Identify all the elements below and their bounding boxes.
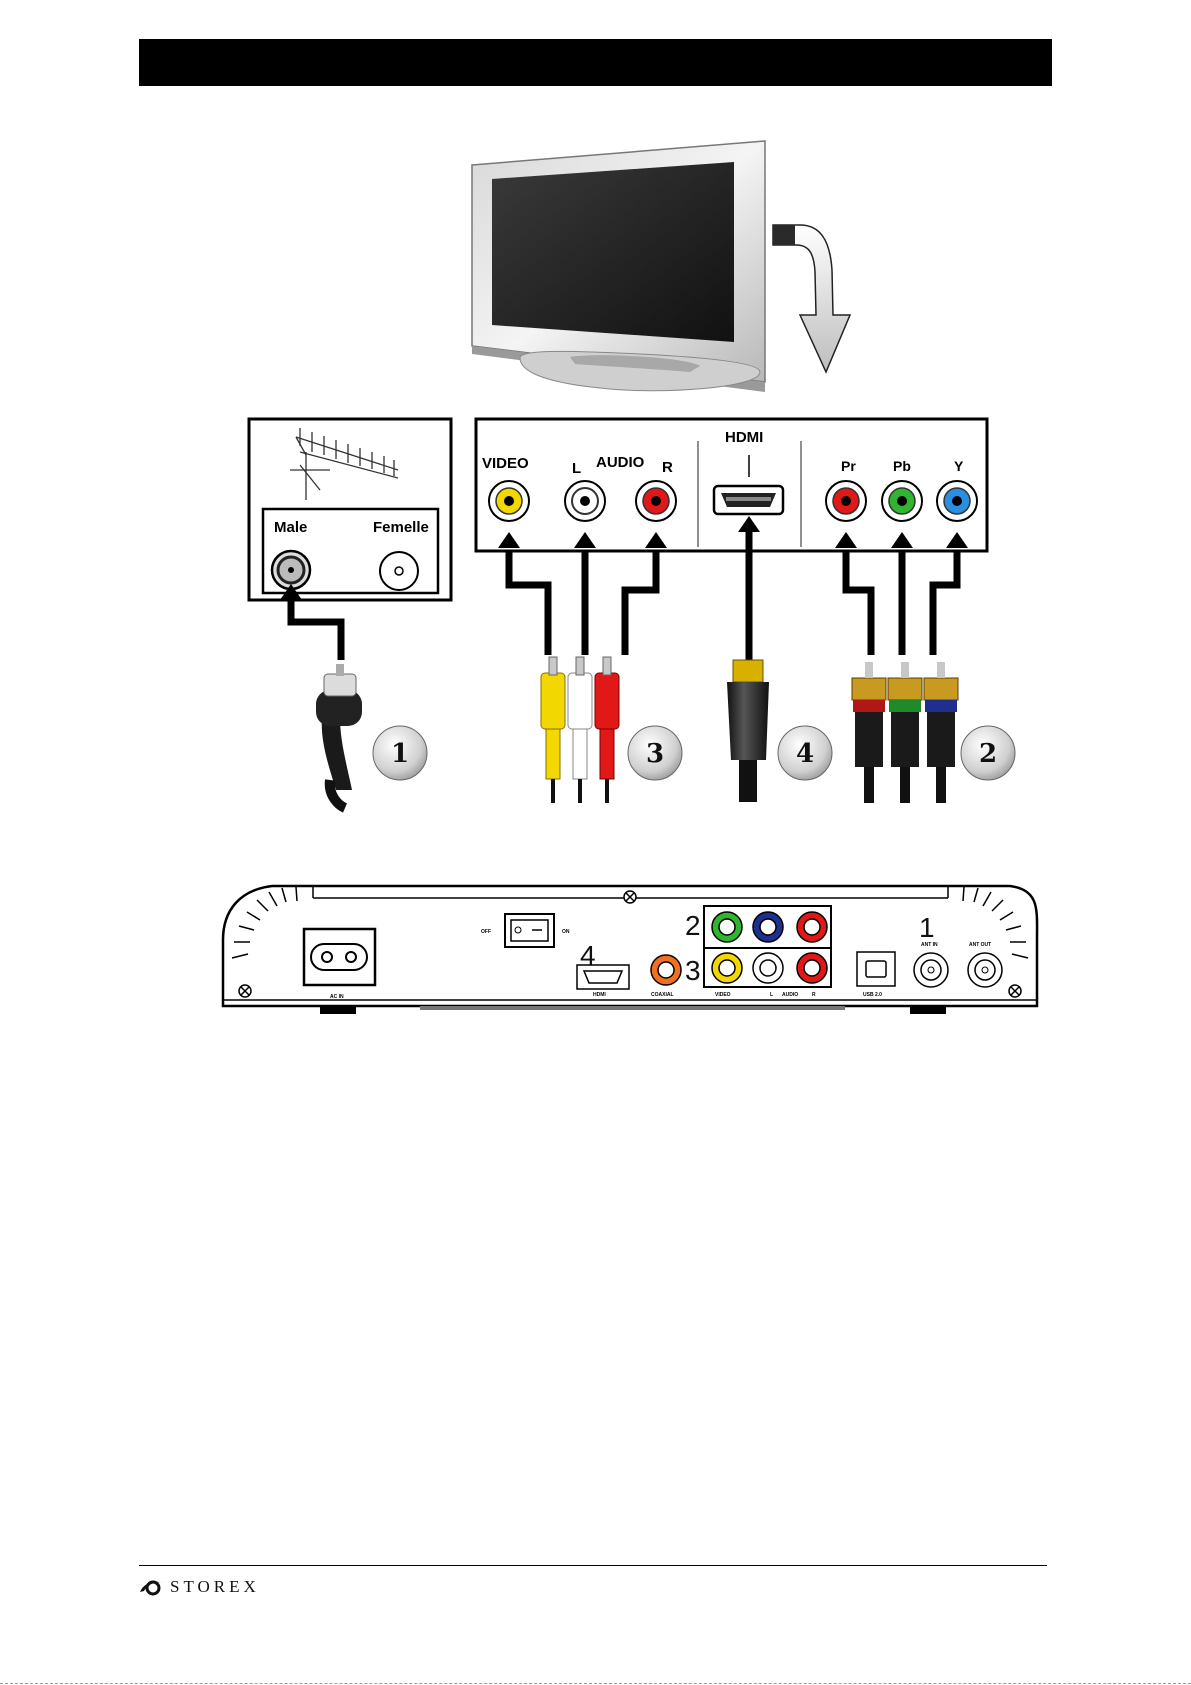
badge-3: 3 xyxy=(628,726,682,780)
svg-text:2: 2 xyxy=(979,739,997,769)
label-ac-in: AC IN xyxy=(330,994,344,1000)
coaxial-jack-icon xyxy=(651,955,681,985)
label-off: OFF xyxy=(481,929,491,935)
label-pr: Pr xyxy=(841,458,856,474)
label-coaxial: COAXIAL xyxy=(651,992,674,998)
audio-r-jack-icon xyxy=(636,481,676,521)
label-audio-r: R xyxy=(662,459,673,476)
connection-diagram: Male Femelle VIDEO L AUDIO R HDMI Pr Pb … xyxy=(0,0,1191,1560)
svg-text:4: 4 xyxy=(796,739,814,769)
receiver-hdmi-port-icon xyxy=(577,965,629,989)
label-receiver-audio: AUDIO xyxy=(782,992,798,998)
label-on: ON xyxy=(562,929,570,935)
tv-illustration xyxy=(472,141,765,392)
receiver-rear-panel: AC IN OFF ON 4 2 3 1 HDMI COAXIAL xyxy=(223,886,1037,1014)
receiver-num-component: 2 xyxy=(685,910,701,941)
tv-connector-panel: VIDEO L AUDIO R HDMI Pr Pb Y xyxy=(476,419,987,551)
ant-out-connector-icon xyxy=(968,953,1002,987)
label-audio-l: L xyxy=(572,460,581,477)
label-video: VIDEO xyxy=(482,455,529,472)
brand-name: STOREX xyxy=(170,1577,260,1597)
label-femelle: Femelle xyxy=(373,519,429,536)
component-cable-icon xyxy=(852,662,958,803)
label-male: Male xyxy=(274,519,307,536)
label-receiver-r: R xyxy=(812,992,816,998)
label-receiver-l: L xyxy=(770,992,773,998)
antenna-cable-icon xyxy=(316,664,362,808)
footer-divider xyxy=(139,1565,1047,1566)
label-pb: Pb xyxy=(893,458,911,474)
ac-in-socket-icon xyxy=(304,929,375,985)
storex-logo-icon xyxy=(138,1578,166,1596)
badge-4: 4 xyxy=(778,726,832,780)
label-audio: AUDIO xyxy=(596,454,645,471)
label-usb: USB 2.0 xyxy=(863,992,882,998)
receiver-component-jacks xyxy=(712,912,827,942)
video-jack-icon xyxy=(489,481,529,521)
label-ant-in: ANT IN xyxy=(921,942,938,948)
audio-l-jack-icon xyxy=(565,481,605,521)
antenna-panel: Male Femelle xyxy=(249,419,451,600)
hdmi-port-icon xyxy=(714,486,783,514)
pr-jack-icon xyxy=(826,481,866,521)
label-ant-out: ANT OUT xyxy=(969,942,991,948)
badge-1: 1 xyxy=(373,726,427,780)
label-receiver-video: VIDEO xyxy=(715,992,731,998)
svg-text:1: 1 xyxy=(391,739,409,769)
down-arrow-icon xyxy=(773,225,850,372)
femelle-connector-icon xyxy=(380,552,418,590)
receiver-num-antenna: 1 xyxy=(919,912,935,943)
label-hdmi: HDMI xyxy=(725,429,763,446)
label-receiver-hdmi: HDMI xyxy=(593,992,606,998)
ant-in-connector-icon xyxy=(914,953,948,987)
pb-jack-icon xyxy=(882,481,922,521)
label-y: Y xyxy=(954,458,964,474)
male-connector-icon xyxy=(272,551,310,589)
y-jack-icon xyxy=(937,481,977,521)
storex-logo: STOREX xyxy=(138,1575,260,1599)
hdmi-cable-icon xyxy=(727,660,769,802)
svg-text:3: 3 xyxy=(646,739,664,769)
badge-2: 2 xyxy=(961,726,1015,780)
power-switch-icon xyxy=(505,914,554,947)
receiver-num-composite: 3 xyxy=(685,955,701,986)
usb-port-icon xyxy=(857,952,895,986)
receiver-composite-jacks xyxy=(712,953,827,983)
composite-cable-icon xyxy=(541,657,619,803)
